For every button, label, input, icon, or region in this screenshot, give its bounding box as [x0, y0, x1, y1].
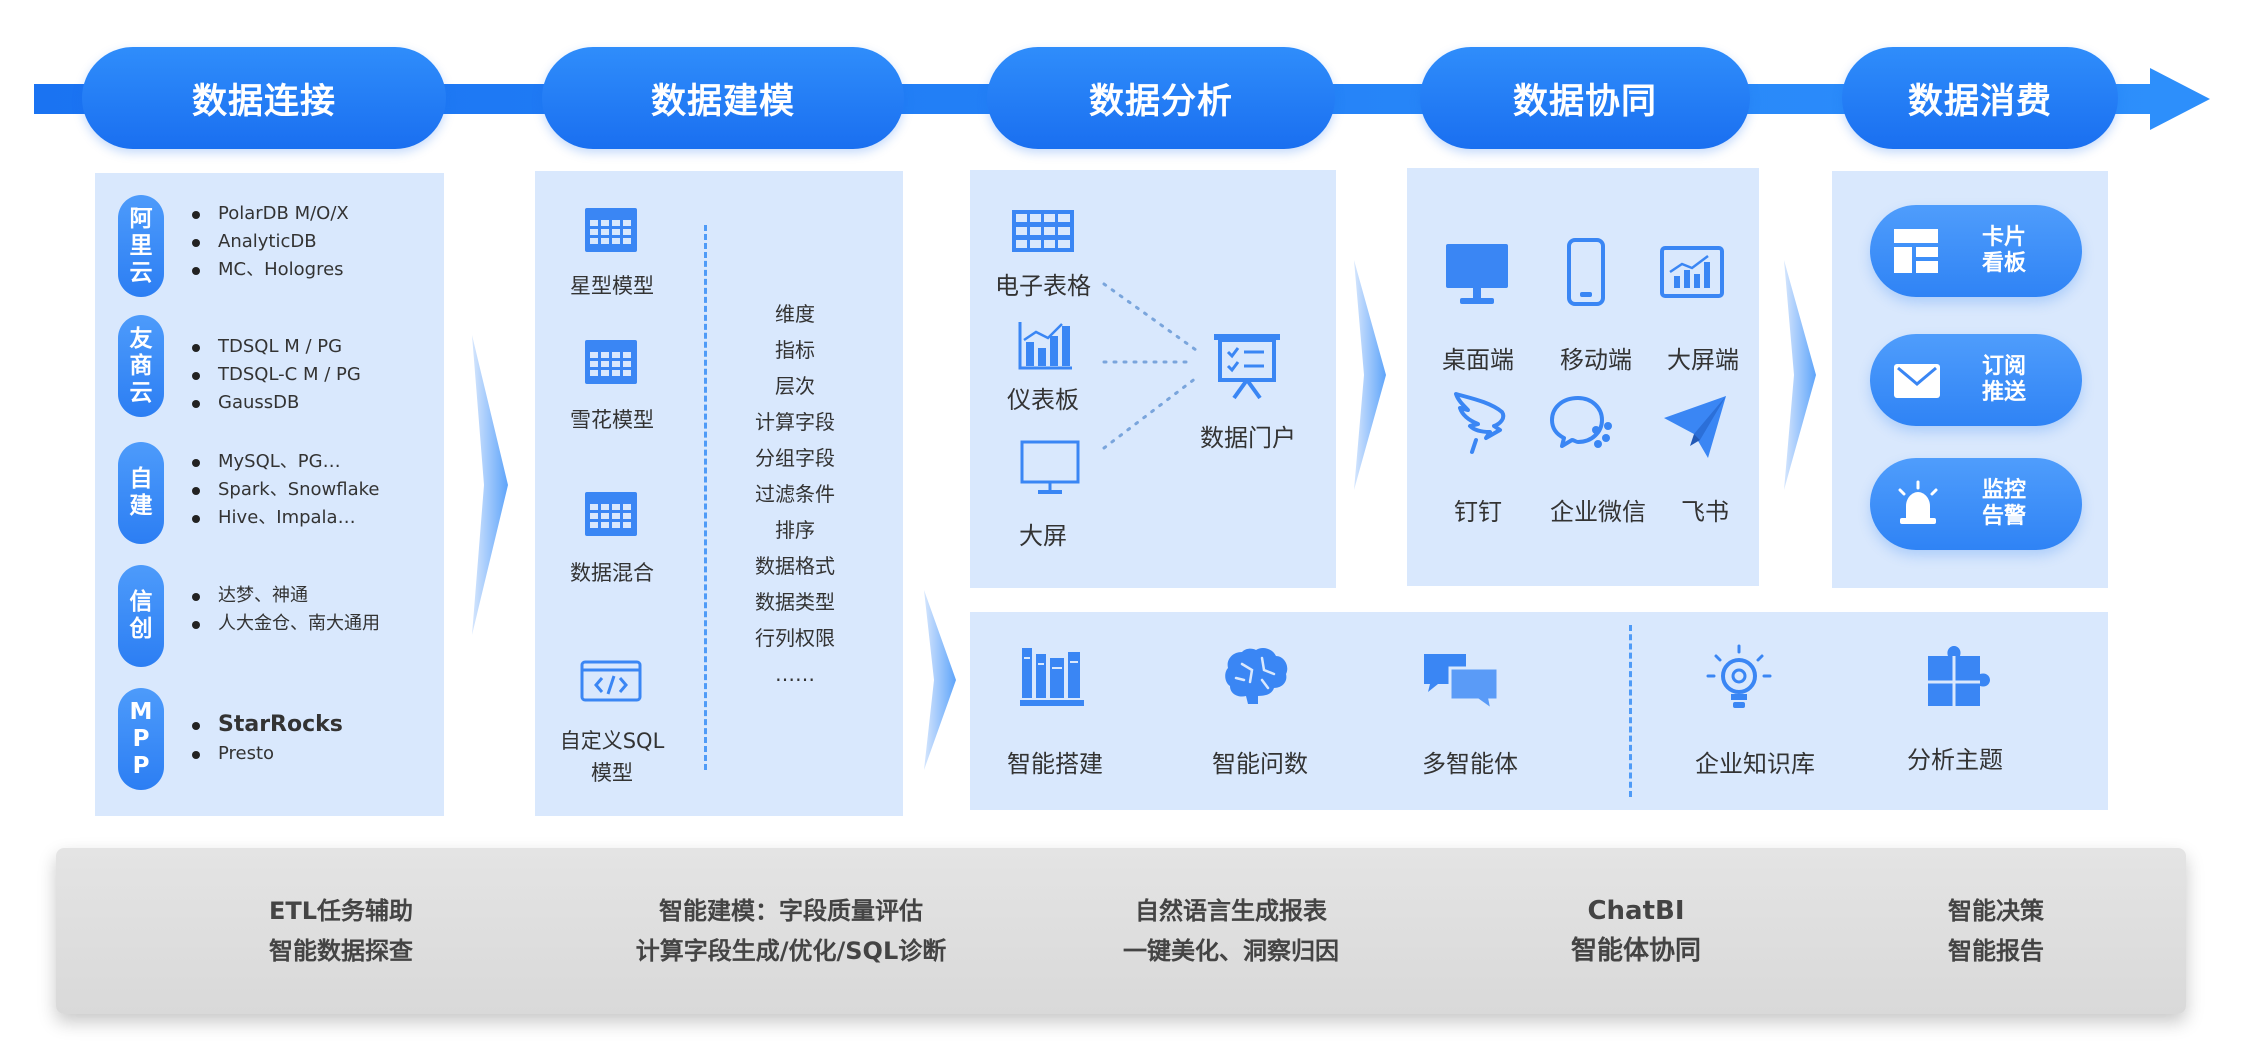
- data-blend-icon: [585, 492, 637, 536]
- list-item: Spark、Snowflake: [188, 476, 380, 504]
- spreadsheet-icon: [1012, 210, 1074, 252]
- card-board-icon: [1894, 229, 1938, 273]
- model-label-blend: 数据混合: [570, 561, 654, 585]
- list-item: MC、Hologres: [188, 256, 349, 284]
- list-item: TDSQL M / PG: [188, 333, 361, 361]
- collab-label-mobile: 移动端: [1560, 346, 1632, 374]
- group-list-mpp: StarRocks Presto: [188, 710, 343, 768]
- list-item: Presto: [188, 740, 343, 768]
- ai-label-knowledge-base: 企业知识库: [1695, 750, 1815, 778]
- list-item: 达梦、神通: [188, 582, 380, 610]
- alarm-icon: [1898, 480, 1938, 524]
- model-label-star: 星型模型: [570, 274, 654, 298]
- group-label-partner-cloud: 友商云: [118, 315, 164, 417]
- collab-label-wecom: 企业微信: [1550, 498, 1646, 526]
- dingtalk-icon: [1454, 392, 1506, 454]
- books-icon: [1020, 648, 1084, 706]
- desktop-icon: [1446, 244, 1508, 304]
- chevron-right-icon: [1354, 260, 1386, 490]
- snowflake-model-icon: [585, 340, 637, 384]
- chevron-right-icon: [472, 335, 508, 635]
- list-item: AnalyticDB: [188, 228, 349, 256]
- list-item: TDSQL-C M / PG: [188, 361, 361, 389]
- analysis-label-big-screen: 大屏: [1019, 522, 1067, 550]
- code-icon: [580, 660, 642, 702]
- model-label-snowflake: 雪花模型: [570, 408, 654, 432]
- bottom-col-analysis: 自然语言生成报表一键美化、洞察归因: [1123, 897, 1339, 965]
- list-item: MySQL、PG…: [188, 448, 380, 476]
- monitor-icon: [1020, 440, 1080, 494]
- collab-label-feishu: 飞书: [1681, 498, 1729, 526]
- chat-bubbles-icon: [1424, 654, 1500, 712]
- ai-label-smart-query: 智能问数: [1212, 750, 1308, 778]
- group-label-xinchuang: 信创: [118, 565, 164, 667]
- collab-panel: [1407, 168, 1759, 586]
- group-list-aliyun: PolarDB M/O/X AnalyticDB MC、Hologres: [188, 200, 349, 284]
- subscribe-push-button[interactable]: 订阅推送: [1870, 334, 2082, 426]
- stage-collab: 数据协同: [1420, 47, 1750, 149]
- list-item: PolarDB M/O/X: [188, 200, 349, 228]
- model-fields: 维度 指标 层次 计算字段 分组字段 过滤条件 排序 数据格式 数据类型 行列权…: [755, 302, 835, 686]
- list-item: Hive、Impala…: [188, 504, 380, 532]
- ai-capabilities-bar: ETL任务辅助智能数据探查 智能建模：字段质量评估计算字段生成/优化/SQL诊断…: [56, 848, 2186, 1014]
- ai-label-smart-build: 智能搭建: [1007, 750, 1103, 778]
- chevron-right-icon: [1784, 260, 1816, 490]
- brain-icon: [1225, 648, 1288, 704]
- card-board-button[interactable]: 卡片看板: [1870, 205, 2082, 297]
- collab-label-desktop: 桌面端: [1442, 346, 1514, 374]
- bottom-col-connect: ETL任务辅助智能数据探查: [268, 897, 414, 965]
- bottom-col-model: 智能建模：字段质量评估计算字段生成/优化/SQL诊断: [635, 897, 947, 965]
- group-label-aliyun: 阿里云: [118, 195, 164, 297]
- mail-icon: [1894, 364, 1940, 398]
- list-item: 人大金仓、南大通用: [188, 610, 380, 638]
- stage-model: 数据建模: [542, 47, 904, 149]
- ai-divider: [1629, 625, 1632, 797]
- collab-label-dingtalk: 钉钉: [1454, 498, 1502, 526]
- model-label-custom-sql: 自定义SQL 模型: [559, 729, 665, 785]
- collab-label-big-screen: 大屏端: [1667, 346, 1739, 374]
- stage-consume: 数据消费: [1842, 47, 2118, 149]
- mobile-icon: [1567, 238, 1605, 306]
- group-list-self-built: MySQL、PG… Spark、Snowflake Hive、Impala…: [188, 448, 380, 532]
- monitor-alert-button[interactable]: 监控告警: [1870, 458, 2082, 550]
- chevron-right-icon: [924, 590, 956, 770]
- list-item: StarRocks: [188, 710, 343, 740]
- stage-analysis: 数据分析: [987, 47, 1335, 149]
- lightbulb-icon: [1706, 644, 1772, 708]
- group-list-partner-cloud: TDSQL M / PG TDSQL-C M / PG GaussDB: [188, 333, 361, 417]
- ai-label-multi-agent: 多智能体: [1422, 750, 1518, 778]
- model-divider: [704, 225, 707, 770]
- feishu-icon: [1664, 396, 1726, 458]
- portal-icon: [1214, 334, 1280, 400]
- star-model-icon: [585, 208, 637, 252]
- group-label-self-built: 自建: [118, 442, 164, 544]
- list-item: GaussDB: [188, 389, 361, 417]
- stage-connect: 数据连接: [82, 47, 446, 149]
- ai-panel: [970, 612, 2108, 810]
- wecom-icon: [1550, 396, 1612, 448]
- connector-dots: [1102, 282, 1198, 450]
- analysis-label-portal: 数据门户: [1200, 424, 1296, 452]
- dashboard-icon: [1018, 322, 1072, 370]
- group-list-xinchuang: 达梦、神通 人大金仓、南大通用: [188, 582, 380, 638]
- analysis-label-dashboard: 仪表板: [1007, 386, 1079, 414]
- analysis-label-spreadsheet: 电子表格: [995, 272, 1091, 300]
- big-screen-chart-icon: [1660, 246, 1724, 298]
- puzzle-icon: [1928, 646, 1990, 706]
- ai-label-analysis-theme: 分析主题: [1907, 746, 2003, 774]
- bottom-col-consume: 智能决策智能报告: [1948, 897, 2044, 965]
